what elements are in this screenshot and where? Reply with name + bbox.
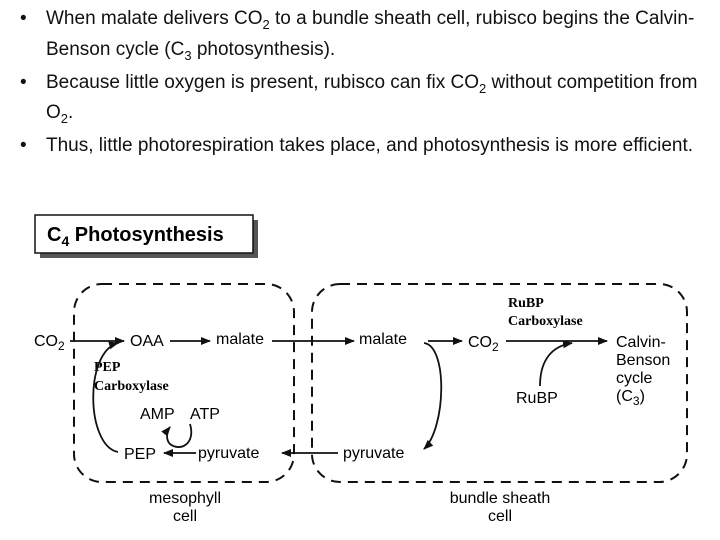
diagram-title-box: C4 Photosynthesis bbox=[34, 214, 258, 258]
mesophyll-malate-label: malate bbox=[216, 331, 264, 348]
mesophyll-co2-label: CO2 bbox=[34, 333, 65, 353]
arrow-pep-to-co2-uptake bbox=[92, 341, 119, 453]
bundle-sheath-cell-outline bbox=[311, 283, 688, 483]
bullet-text: Thus, little photorespiration takes plac… bbox=[46, 135, 694, 157]
bullet-list: •When malate delivers CO2 to a bundle sh… bbox=[18, 6, 708, 160]
calvin-benson-label: Calvin- Benson cycle (C3) bbox=[616, 334, 675, 408]
bundle-sheath-co2-label: CO2 bbox=[468, 334, 499, 354]
arrow-atp-amp-cycle bbox=[161, 423, 193, 448]
pep-label: PEP bbox=[124, 446, 156, 463]
arrow-malate-to-pyruvate bbox=[423, 342, 443, 450]
oaa-label: OAA bbox=[130, 333, 164, 350]
bundle-sheath-pyruvate-label: pyruvate bbox=[343, 445, 404, 462]
diagram-title: C4 Photosynthesis bbox=[47, 224, 224, 249]
bullet-item-3: •Thus, little photorespiration takes pla… bbox=[20, 135, 694, 157]
mesophyll-cell-outline bbox=[73, 283, 295, 483]
atp-label: ATP bbox=[190, 406, 220, 423]
bundle-sheath-malate-label: malate bbox=[359, 331, 407, 348]
amp-label: AMP bbox=[140, 406, 175, 423]
arrow-rubp-into-reaction bbox=[539, 340, 573, 387]
bullet-item-2: •Because little oxygen is present, rubis… bbox=[20, 71, 698, 127]
bullet-text: Because little oxygen is present, rubisc… bbox=[46, 71, 698, 127]
bullet-item-1: •When malate delivers CO2 to a bundle sh… bbox=[20, 8, 695, 63]
rubp-label: RuBP bbox=[516, 390, 558, 407]
bullet-text: When malate delivers CO2 to a bundle she… bbox=[46, 8, 695, 63]
mesophyll-pyruvate-label: pyruvate bbox=[198, 445, 259, 462]
